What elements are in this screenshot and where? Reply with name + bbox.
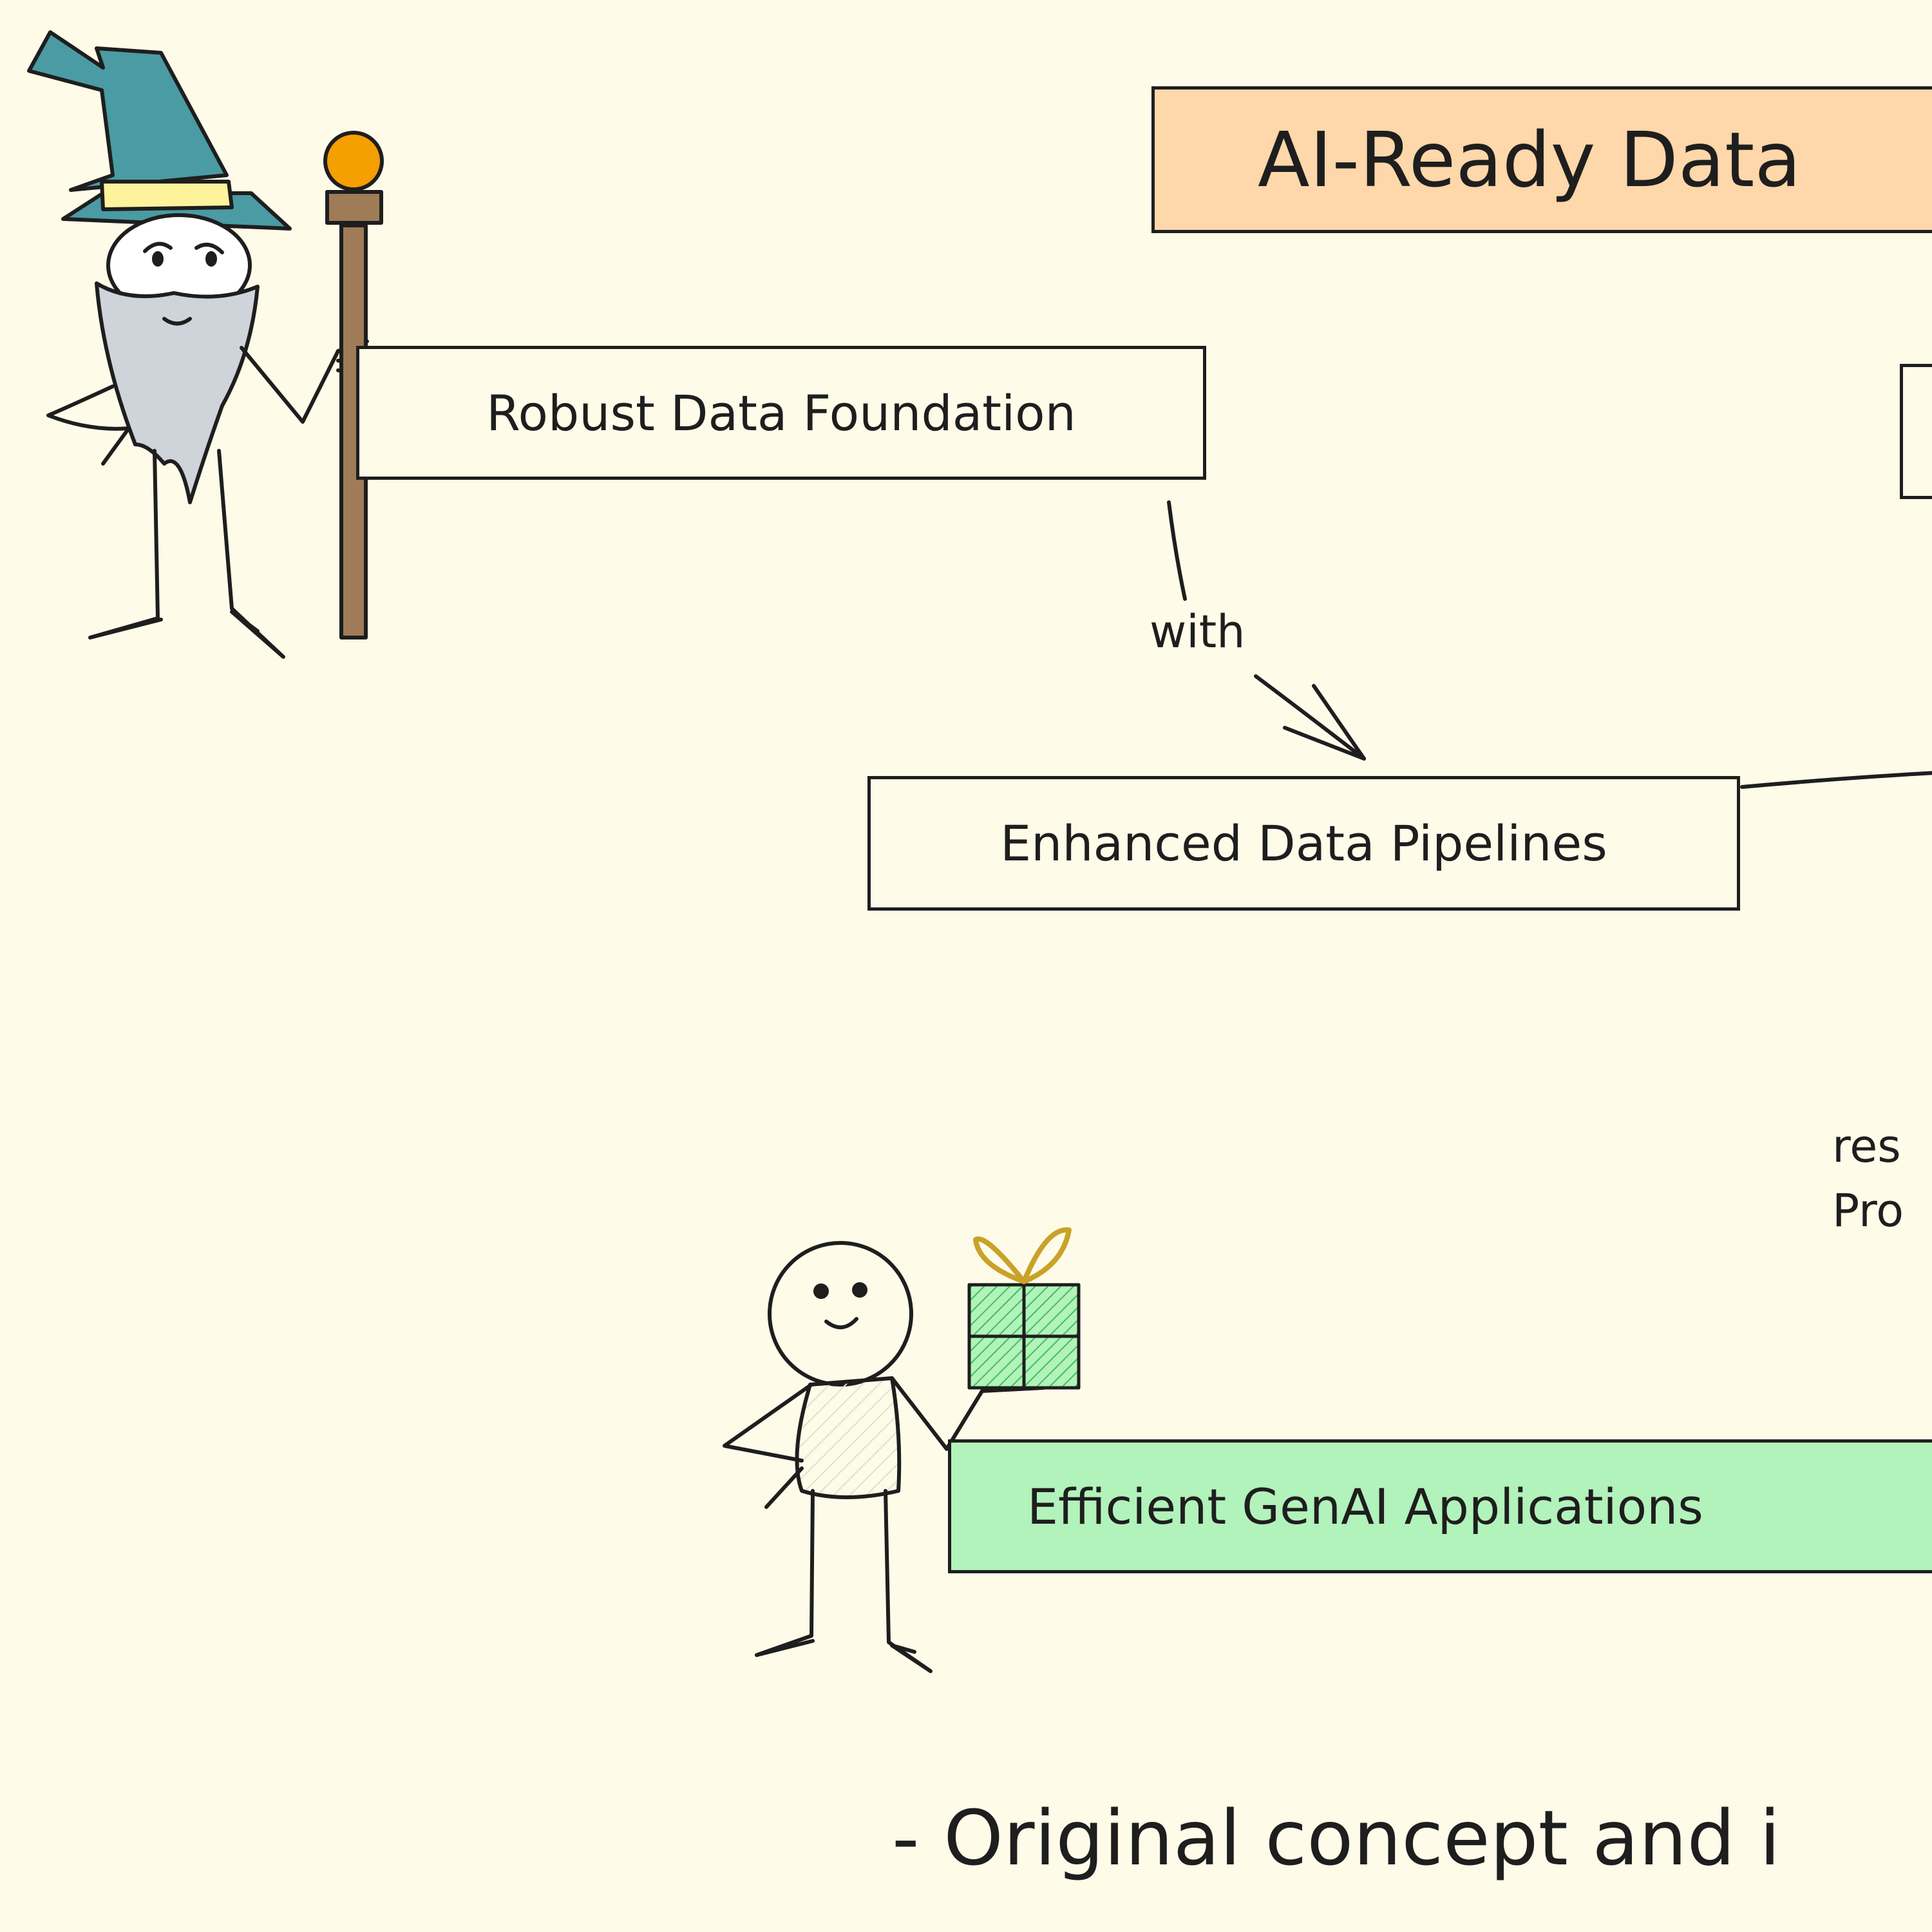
connectors [1167,500,1932,789]
edge-label-with: with [1150,605,1245,658]
credit-text: - Original concept and i [892,1794,1781,1882]
edge-label-right-partial: res Pro [1832,1114,1904,1243]
arrow-foundation-to-pipelines [1167,500,1187,601]
gift-icon [967,1227,1081,1390]
edge-label-right-line1: res [1832,1120,1901,1173]
node-right-partial [1900,364,1932,499]
edge-label-right-line2: Pro [1832,1184,1904,1237]
wizard-icon [27,30,388,659]
node-robust-data-foundation: Robust Data Foundation [356,346,1206,480]
node-efficient-genai-applications: Efficient GenAI Applications [948,1439,1932,1573]
diagram-title: AI-Ready Data [1151,86,1932,233]
line-pipelines-right [1740,771,1932,789]
node-enhanced-data-pipelines: Enhanced Data Pipelines [867,776,1740,911]
